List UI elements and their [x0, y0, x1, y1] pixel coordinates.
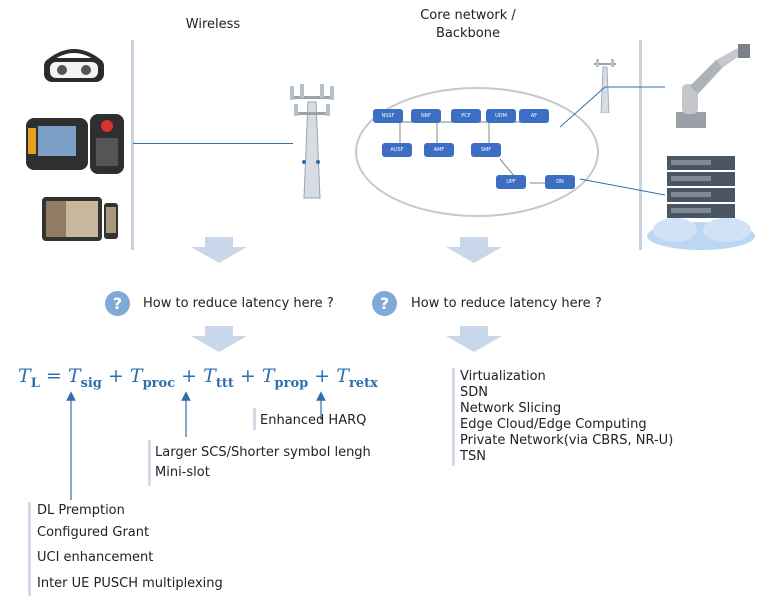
- robot-arm-image: [676, 44, 750, 128]
- question-icon-wireless: ?: [105, 291, 130, 316]
- nf-af: AF: [519, 109, 549, 123]
- down-arrow-wireless-top: [191, 237, 247, 263]
- nf-upf: UPF: [496, 175, 526, 189]
- nf-udm: UDM: [486, 109, 516, 123]
- right-divider: [639, 40, 642, 250]
- scs-bar: [148, 440, 151, 486]
- uci-enhancement-label: UCI enhancement: [37, 550, 154, 565]
- down-arrow-core-top: [446, 237, 502, 263]
- configured-grant-label: Configured Grant: [37, 525, 150, 540]
- core-item-sdn: SDN: [460, 385, 488, 400]
- formula-t-proc: Tproc: [129, 365, 176, 391]
- question-wireless: How to reduce latency here ?: [143, 296, 334, 311]
- nf-pcf: PCF: [451, 109, 481, 123]
- core-network-header-line2: Backbone: [435, 26, 500, 41]
- core-item-network-slicing: Network Slicing: [460, 401, 562, 416]
- scs-label: Larger SCS/Shorter symbol lengh: [155, 445, 371, 460]
- nf-smf: SMF: [471, 143, 501, 157]
- left-divider: [131, 40, 134, 250]
- formula-t-l: TL: [18, 365, 40, 391]
- core-list-bar: [452, 368, 455, 466]
- nf-nssf: NSSF: [373, 109, 403, 123]
- edge-server-cloud-image: [647, 156, 755, 250]
- harq-bar: [253, 408, 256, 430]
- teach-pendant-image: [26, 114, 124, 174]
- signaling-bar: [28, 502, 31, 596]
- core-item-virtualization: Virtualization: [460, 369, 546, 384]
- nf-amf: AMF: [424, 143, 454, 157]
- core-item-private-network: Private Network(via CBRS, NR-U): [460, 433, 674, 448]
- enhanced-harq-label: Enhanced HARQ: [260, 413, 367, 428]
- inter-ue-pusch-label: Inter UE PUSCH multiplexing: [37, 576, 223, 591]
- question-icon-core: ?: [372, 291, 397, 316]
- dl-premption-label: DL Premption: [37, 503, 125, 518]
- formula-t-ttt: Tttt: [203, 365, 234, 391]
- core-item-edge-computing: Edge Cloud/Edge Computing: [460, 417, 647, 432]
- wireless-link-line: [133, 143, 293, 144]
- question-core: How to reduce latency here ?: [411, 296, 602, 311]
- core-network-header-line1: Core network /: [420, 8, 516, 23]
- formula-t-prop: Tprop: [261, 365, 309, 391]
- core-item-tsn: TSN: [460, 449, 486, 464]
- formula-t-retx: Tretx: [336, 365, 378, 391]
- small-cell-tower-image: [594, 59, 616, 113]
- core-link-lines: [560, 86, 666, 196]
- vr-headset-image: [44, 49, 104, 82]
- minislot-label: Mini-slot: [155, 465, 210, 480]
- wireless-header: Wireless: [185, 17, 241, 32]
- nf-ausf: AUSF: [382, 143, 412, 157]
- cell-tower-image: [290, 84, 334, 199]
- nf-nrf: NRF: [411, 109, 441, 123]
- tablet-phone-image: [42, 197, 118, 241]
- latency-formula: TL = Tsig + Tproc + Tttt + Tprop + Tretx: [18, 365, 378, 391]
- down-arrow-core-bottom: [446, 326, 502, 352]
- nf-dn: DN: [545, 175, 575, 189]
- formula-t-sig: Tsig: [67, 365, 102, 391]
- down-arrow-wireless-bottom: [191, 326, 247, 352]
